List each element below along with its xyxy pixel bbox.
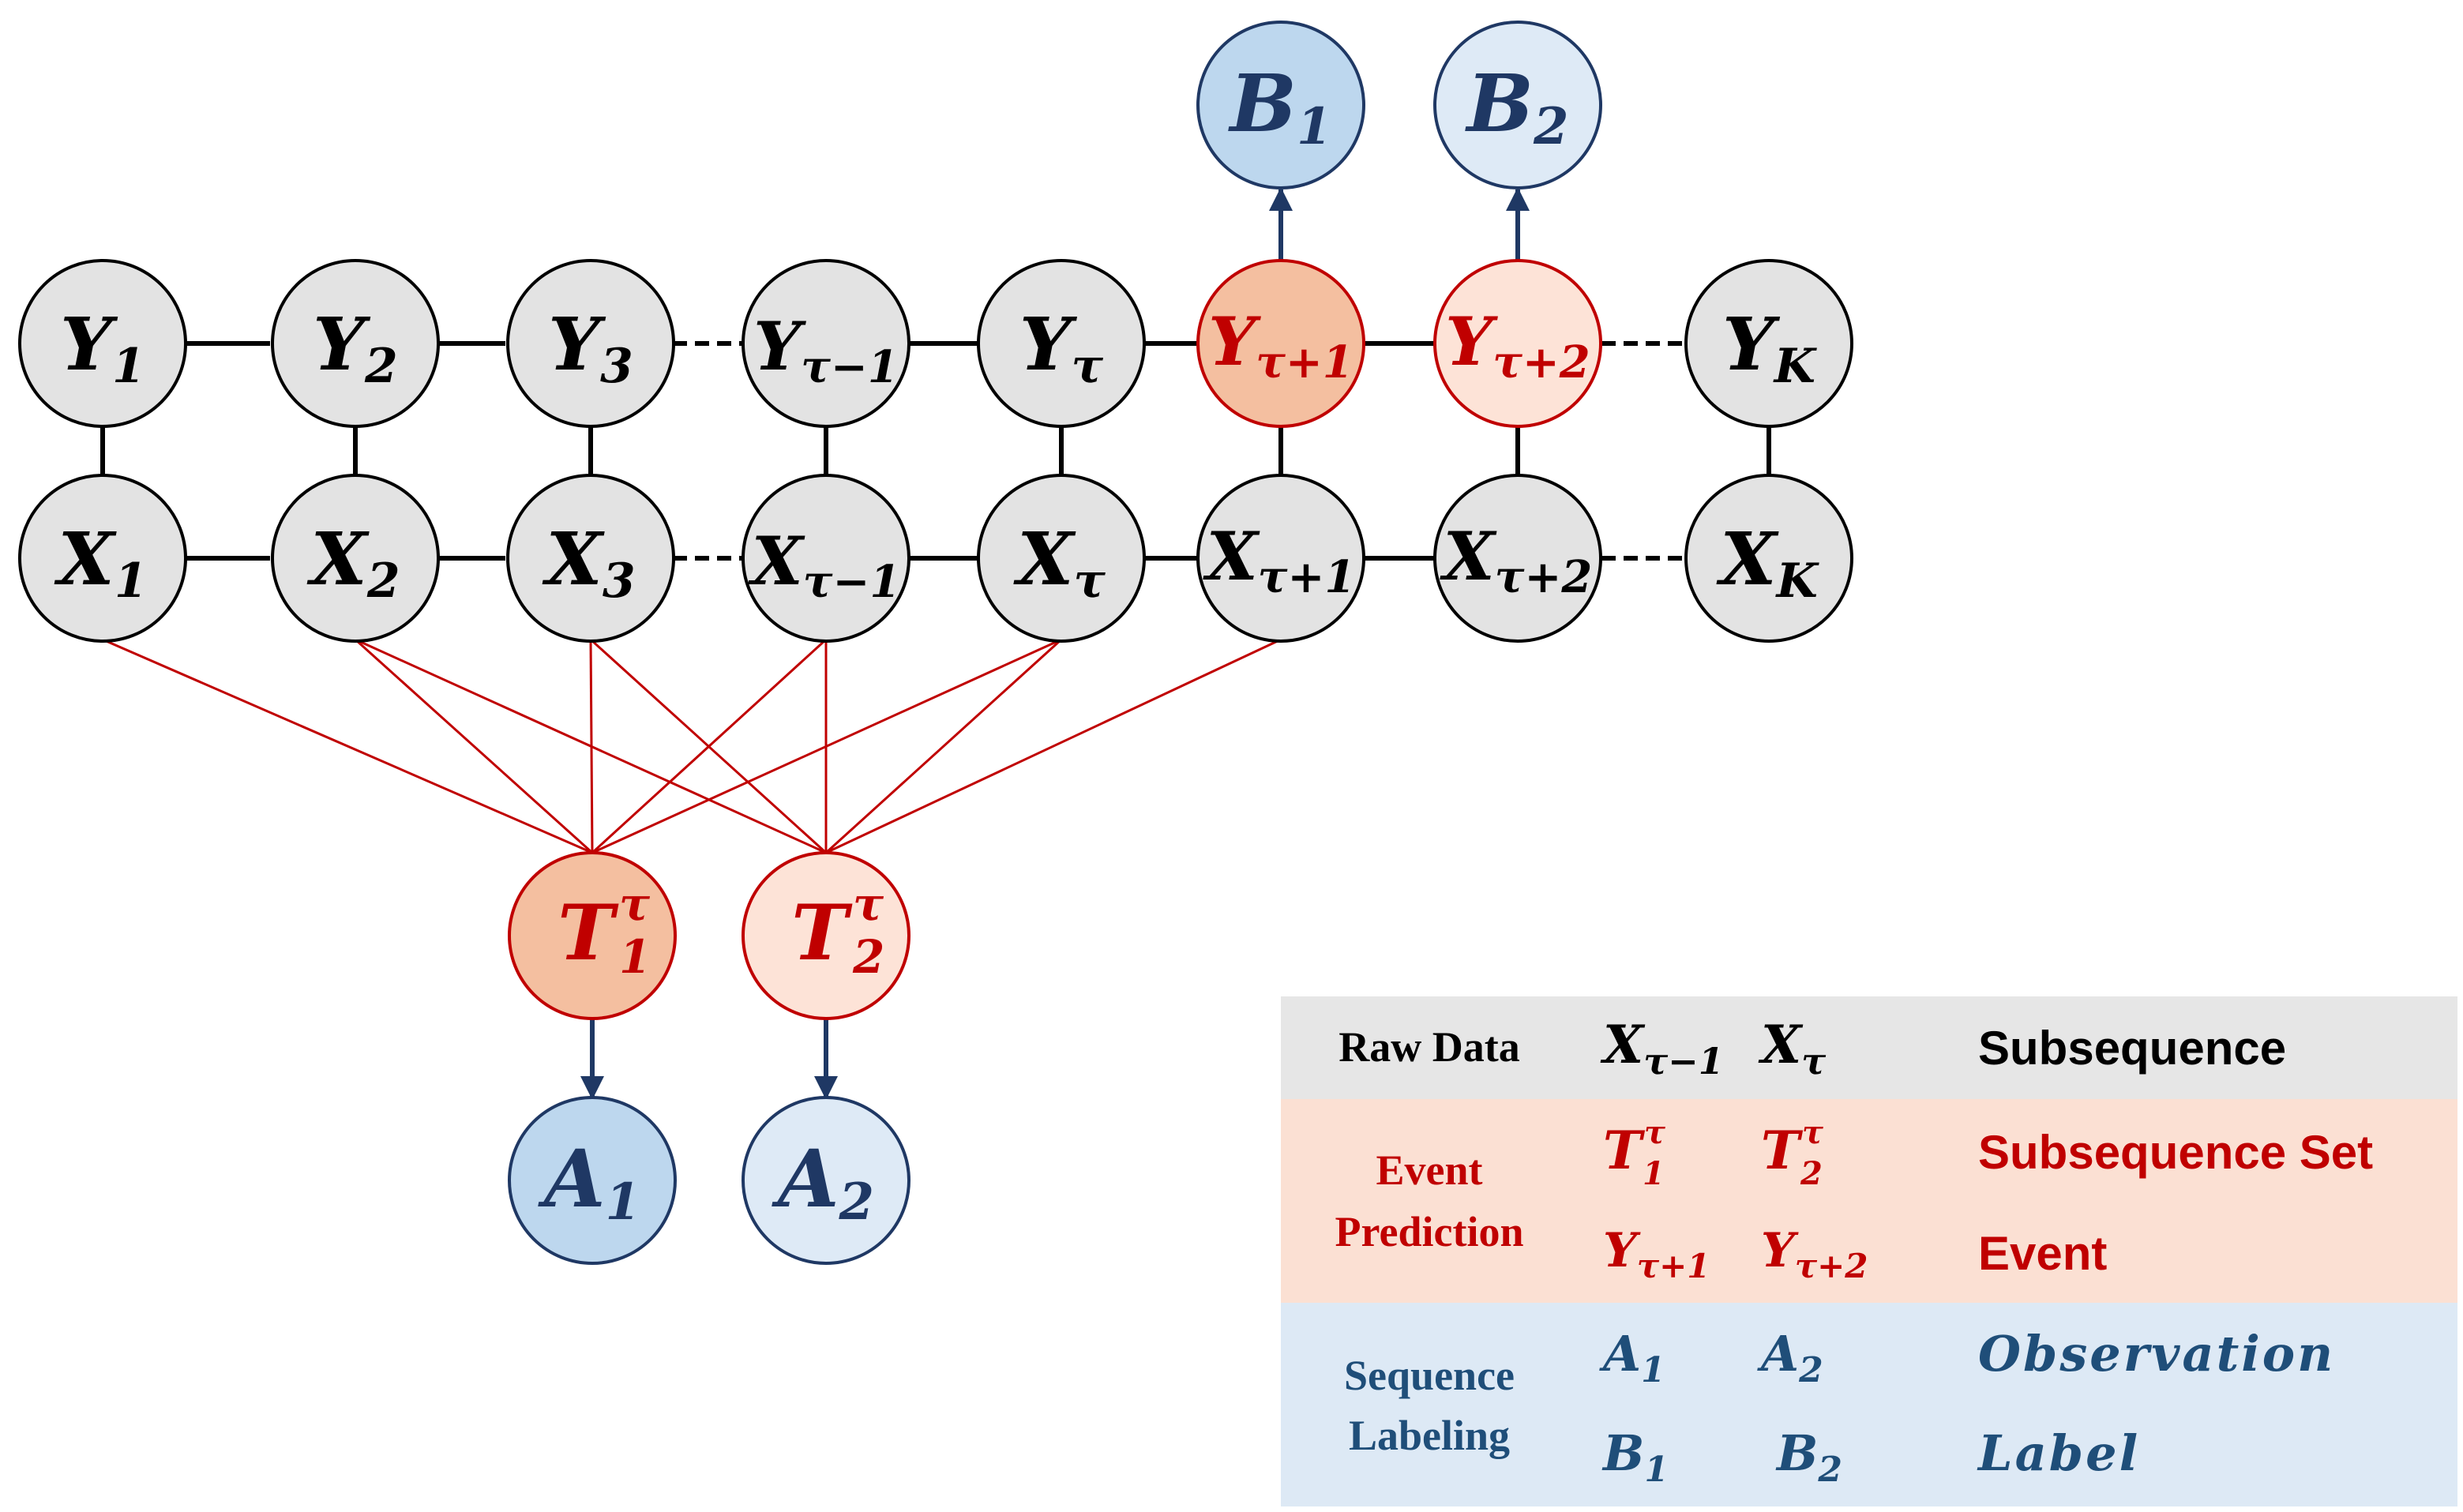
node-b1: B1 — [1196, 21, 1365, 189]
svg-text:T: T — [791, 888, 853, 977]
edge-x3-t1 — [589, 639, 594, 854]
legend-event-prediction-label-2: Prediction — [1335, 1208, 1524, 1255]
svg-text:Xτ+2: Xτ+2 — [1440, 517, 1593, 603]
svg-text:X1: X1 — [54, 516, 147, 609]
legend-event-t2-sup: τ — [1802, 1114, 1823, 1151]
svg-text:Yτ: Yτ — [1019, 302, 1104, 394]
svg-text:YK: YK — [1722, 302, 1818, 394]
node-y3: Y3 — [506, 259, 675, 428]
legend-event-t1-sub: 1 — [1643, 1155, 1665, 1192]
node-x2: X2 — [271, 474, 440, 643]
svg-text:2: 2 — [852, 930, 884, 984]
node-a2: A2 — [742, 1096, 910, 1265]
legend-row-raw-data — [1281, 996, 2457, 1099]
graph-nodes: Y1 Y2 Y3 Yτ−1 Yτ Yτ+1 Yτ+2 YK X1 X2 X3 X… — [18, 21, 1853, 1265]
subsequence-edges — [102, 638, 1282, 854]
legend-table: Raw Data Xτ−1 Xτ Subsequence Event Predi… — [1281, 996, 2457, 1506]
svg-text:Y3: Y3 — [548, 302, 633, 394]
legend-seq-b1: B1 — [1601, 1424, 1669, 1490]
node-x-tau-minus-1: Xτ−1 — [742, 474, 910, 643]
label-arrows — [580, 187, 1530, 1100]
svg-text:Yτ−1: Yτ−1 — [753, 307, 899, 393]
legend-event-event: Event — [1978, 1227, 2107, 1280]
node-t2: T τ 2 — [742, 851, 910, 1020]
legend-raw-data-sym2: Xτ — [1758, 1014, 1826, 1082]
svg-text:X2: X2 — [306, 516, 400, 609]
legend-event-t1: T — [1603, 1120, 1646, 1181]
edge-xtp1-t2 — [825, 638, 1282, 854]
svg-text:Y2: Y2 — [313, 302, 397, 394]
node-y-tau: Yτ — [977, 259, 1146, 428]
legend-raw-data-desc: Subsequence — [1978, 1022, 2286, 1075]
node-y-tau-plus-2: Yτ+2 — [1433, 259, 1602, 428]
svg-text:τ: τ — [853, 877, 884, 931]
svg-text:A1: A1 — [538, 1132, 640, 1232]
svg-text:XK: XK — [1716, 516, 1819, 609]
legend-event-t1-sup: τ — [1644, 1114, 1665, 1151]
legend-sequence-labeling-label-2: Labeling — [1349, 1412, 1510, 1459]
legend-raw-data-sym1: Xτ−1 — [1600, 1014, 1724, 1082]
legend-event-t2: T — [1761, 1120, 1804, 1181]
svg-text:1: 1 — [619, 930, 651, 984]
svg-text:B1: B1 — [1227, 57, 1331, 156]
chain-edges — [100, 341, 1771, 561]
node-x1: X1 — [18, 474, 187, 643]
node-y-tau-minus-1: Yτ−1 — [742, 259, 910, 428]
edge-xt-t2 — [824, 638, 1063, 854]
node-y-k: YK — [1684, 259, 1853, 428]
legend-seq-a1: A1 — [1599, 1325, 1665, 1390]
legend-event-y-tau-plus-1: Yτ+1 — [1603, 1223, 1710, 1285]
node-x-tau: Xτ — [977, 474, 1146, 643]
node-a1: A1 — [508, 1096, 677, 1265]
node-x-tau-plus-2: Xτ+2 — [1433, 474, 1602, 643]
node-x-tau-plus-1: Xτ+1 — [1196, 474, 1365, 643]
node-t1: T τ 1 — [508, 851, 677, 1020]
legend-seq-observation: Observation — [1978, 1325, 2335, 1383]
legend-row-event-prediction — [1281, 1099, 2457, 1303]
node-y-tau-plus-1: Yτ+1 — [1196, 259, 1365, 428]
svg-text:X3: X3 — [542, 516, 635, 609]
svg-text:Y1: Y1 — [60, 302, 145, 394]
edge-xtm1-t1 — [591, 638, 828, 854]
node-y1: Y1 — [18, 259, 187, 428]
svg-text:B2: B2 — [1464, 57, 1568, 156]
legend-event-prediction-label-1: Event — [1376, 1146, 1483, 1194]
edge-x1-t1 — [102, 638, 593, 854]
svg-text:T: T — [558, 888, 619, 977]
svg-text:Yτ+1: Yτ+1 — [1208, 302, 1354, 388]
svg-text:τ: τ — [619, 877, 651, 931]
svg-text:A2: A2 — [772, 1132, 874, 1232]
node-b2: B2 — [1433, 21, 1602, 189]
svg-text:Xτ+1: Xτ+1 — [1203, 517, 1356, 603]
node-x3: X3 — [506, 474, 675, 643]
legend-event-subsequence-set: Subsequence Set — [1978, 1126, 2373, 1179]
edge-x2-t1 — [354, 638, 594, 854]
legend-event-t2-sub: 2 — [1800, 1155, 1823, 1192]
legend-raw-data-label: Raw Data — [1339, 1023, 1519, 1071]
legend-seq-a2: A2 — [1757, 1325, 1823, 1390]
svg-text:Yτ+2: Yτ+2 — [1445, 302, 1590, 388]
legend-seq-b2: B2 — [1775, 1424, 1842, 1490]
legend-row-sequence-labeling — [1281, 1303, 2457, 1506]
node-x-k: XK — [1684, 474, 1853, 643]
legend-seq-label: Label — [1977, 1424, 2140, 1482]
svg-text:Xτ: Xτ — [1013, 516, 1106, 609]
edge-xt-t1 — [591, 638, 1062, 854]
legend-sequence-labeling-label-1: Sequence — [1344, 1352, 1515, 1399]
svg-text:Xτ−1: Xτ−1 — [748, 522, 901, 608]
node-y2: Y2 — [271, 259, 440, 428]
legend-event-y-tau-plus-2: Yτ+2 — [1761, 1223, 1868, 1285]
